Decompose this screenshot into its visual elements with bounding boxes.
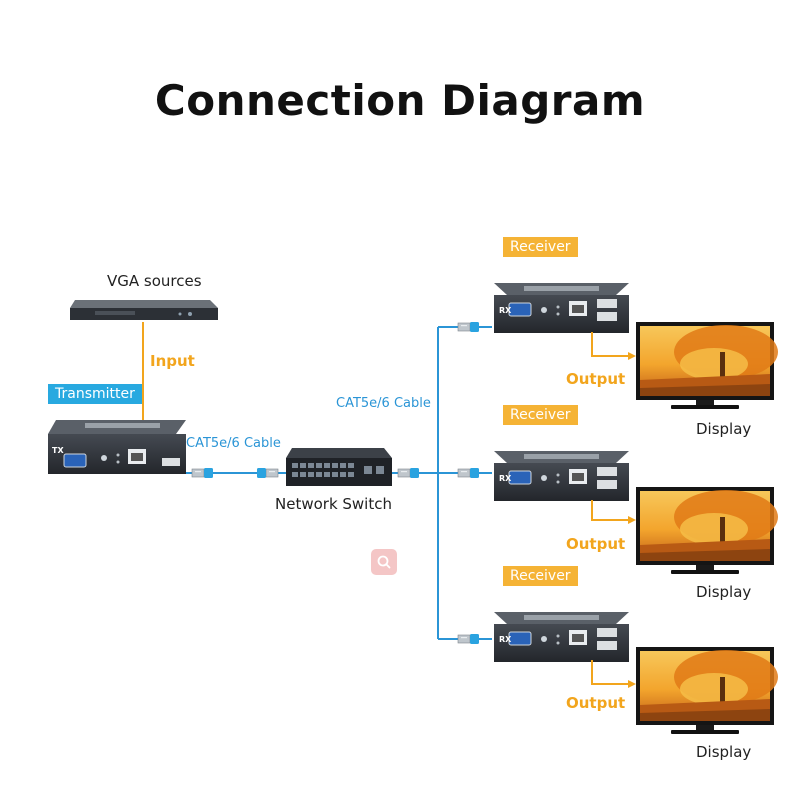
display-monitor-icon	[636, 322, 778, 409]
receiver-badge-2: Receiver	[503, 405, 578, 425]
tx-mark: TX	[52, 446, 64, 455]
cable-label-right: CAT5e/6 Cable	[336, 396, 431, 411]
output-arrow	[591, 332, 630, 357]
transmitter-device-icon	[48, 420, 186, 474]
rj45-plug-icon	[191, 467, 214, 479]
transmitter-badge: Transmitter	[48, 384, 142, 404]
vga-sources-label: VGA sources	[107, 272, 202, 290]
receiver-badge-1: Receiver	[503, 237, 578, 257]
input-label: Input	[150, 352, 195, 370]
receiver-device-icon	[493, 611, 630, 663]
rx-mark-1: RX	[499, 306, 512, 315]
network-switch-device-icon	[286, 448, 392, 486]
search-icon	[377, 555, 391, 569]
display-label-3: Display	[696, 743, 752, 761]
rx-mark-2: RX	[499, 474, 512, 483]
output-label-1: Output	[566, 370, 626, 388]
rj45-plug-icon	[457, 321, 480, 333]
display-label-2: Display	[696, 583, 752, 601]
output-arrow	[591, 660, 630, 685]
diagram-title: Connection Diagram	[154, 76, 646, 125]
receiver-device-icon	[493, 282, 630, 334]
display-label-1: Display	[696, 420, 752, 438]
receiver-badge-3: Receiver	[503, 566, 578, 586]
output-label-3: Output	[566, 694, 626, 712]
receiver-device-icon	[493, 450, 630, 502]
image-search-button[interactable]	[371, 549, 397, 575]
cable-switch-to-receivers	[392, 326, 492, 640]
rj45-plug-icon	[397, 467, 420, 479]
network-switch-label: Network Switch	[275, 495, 392, 513]
rx-mark-3: RX	[499, 635, 512, 644]
display-monitor-icon	[636, 487, 778, 574]
cable-label-left: CAT5e/6 Cable	[186, 436, 281, 451]
output-label-2: Output	[566, 535, 626, 553]
output-arrow	[591, 500, 630, 521]
vga-source-device-icon	[70, 300, 218, 320]
rj45-plug-icon	[457, 633, 480, 645]
display-monitor-icon	[636, 647, 778, 734]
rj45-plug-icon	[457, 467, 480, 479]
rj45-plug-icon	[256, 467, 279, 479]
